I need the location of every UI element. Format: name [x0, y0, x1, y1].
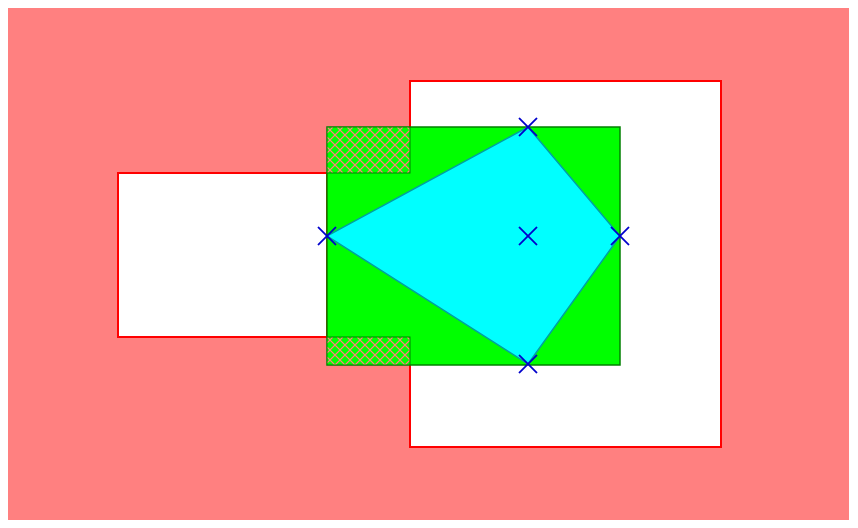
x-cross-icon — [518, 354, 538, 374]
x-cross-icon — [518, 117, 538, 137]
hatched-region-bottom — [326, 336, 411, 366]
x-cross-icon — [317, 226, 337, 246]
x-cross-icon — [610, 226, 630, 246]
hatched-region-top — [326, 126, 411, 174]
x-cross-icon — [518, 226, 538, 246]
